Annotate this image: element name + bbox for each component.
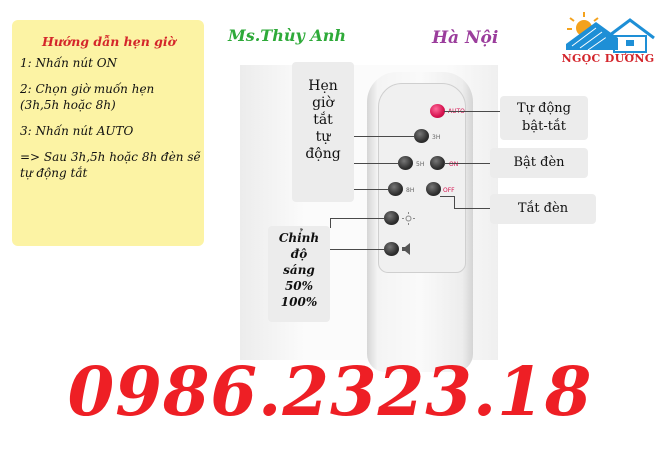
speaker-icon [402,243,410,255]
remote-button-panel [378,83,466,273]
timer-3h-label: 3H [432,134,441,141]
speaker-button[interactable] [384,242,399,256]
off-label: OFF [443,187,455,194]
pointer-brightness [330,218,384,219]
off-callout-text: Tắt đèn [517,201,569,216]
timer-callout-line-4: tự [315,129,331,145]
auto-callout: Tự động bật-tắt [500,96,588,140]
guide-step-1: 1: Nhấn nút ON [20,56,118,70]
brand-logo [566,12,655,53]
guide-step-2: 2: Chọn giờ muốn hẹn (3h,5h hoặc 8h) [20,82,155,112]
guide-title: Hướng dẫn hẹn giờ [41,34,176,49]
pointer-timer-3h [354,136,414,137]
pointer-timer-8h [354,189,388,190]
pointer-auto [444,111,500,112]
pointer-off [440,196,454,197]
timer-8h-label: 8H [406,187,415,194]
timer-callout-line-1: Hẹn [308,78,338,94]
pointer-brightness-2 [330,218,331,228]
brightness-icon [402,212,415,225]
brightness-callout-line-3: sáng [283,263,315,277]
timer-callout-line-3: tắt [313,112,333,128]
pointer-on [444,163,490,164]
timer-guide-box: Hướng dẫn hẹn giờ 1: Nhấn nút ON 2: Chọn… [12,20,204,246]
guide-step-4: => Sau 3h,5h hoặc 8h đèn sẽ tự động tắt [20,150,201,180]
auto-callout-line-1: Tự động [516,101,572,116]
pointer-off-2 [454,208,490,209]
pointer-off-3 [454,196,455,208]
brightness-callout-line-5: 100% [280,295,318,309]
city-name: Hà Nội [432,28,499,48]
off-button[interactable] [426,182,441,196]
phone-number[interactable]: 0986.2323.18 [67,352,593,431]
auto-button[interactable] [430,104,445,118]
pointer-timer-5h [354,163,398,164]
timer-3h-button[interactable] [414,129,429,143]
author-name: Ms.Thùy Anh [228,26,347,45]
on-callout: Bật đèn [490,148,588,178]
timer-8h-button[interactable] [388,182,403,196]
on-callout-text: Bật đèn [513,155,565,170]
on-label: ON [449,161,459,168]
timer-callout: Hẹn giờ tắt tự động [292,62,354,202]
guide-step-3: 3: Nhấn nút AUTO [20,124,134,138]
brand-name: NGỌC DƯƠNG [561,52,655,65]
brightness-callout-line-2: độ [290,247,308,261]
brightness-button[interactable] [384,211,399,225]
auto-callout-line-2: bật-tắt [522,119,566,134]
on-button[interactable] [430,156,445,170]
brightness-callout-line-1: Chỉnh [278,231,320,245]
brightness-callout-line-4: 50% [284,279,314,293]
off-callout: Tắt đèn [490,194,596,224]
house-roof-icon [566,18,655,53]
timer-5h-button[interactable] [398,156,413,170]
timer-callout-line-5: động [305,146,341,162]
brightness-callout: Chỉnh độ sáng 50% 100% [268,226,330,322]
timer-5h-label: 5H [416,161,425,168]
pointer-speaker [330,249,384,250]
timer-callout-line-2: giờ [312,95,334,111]
